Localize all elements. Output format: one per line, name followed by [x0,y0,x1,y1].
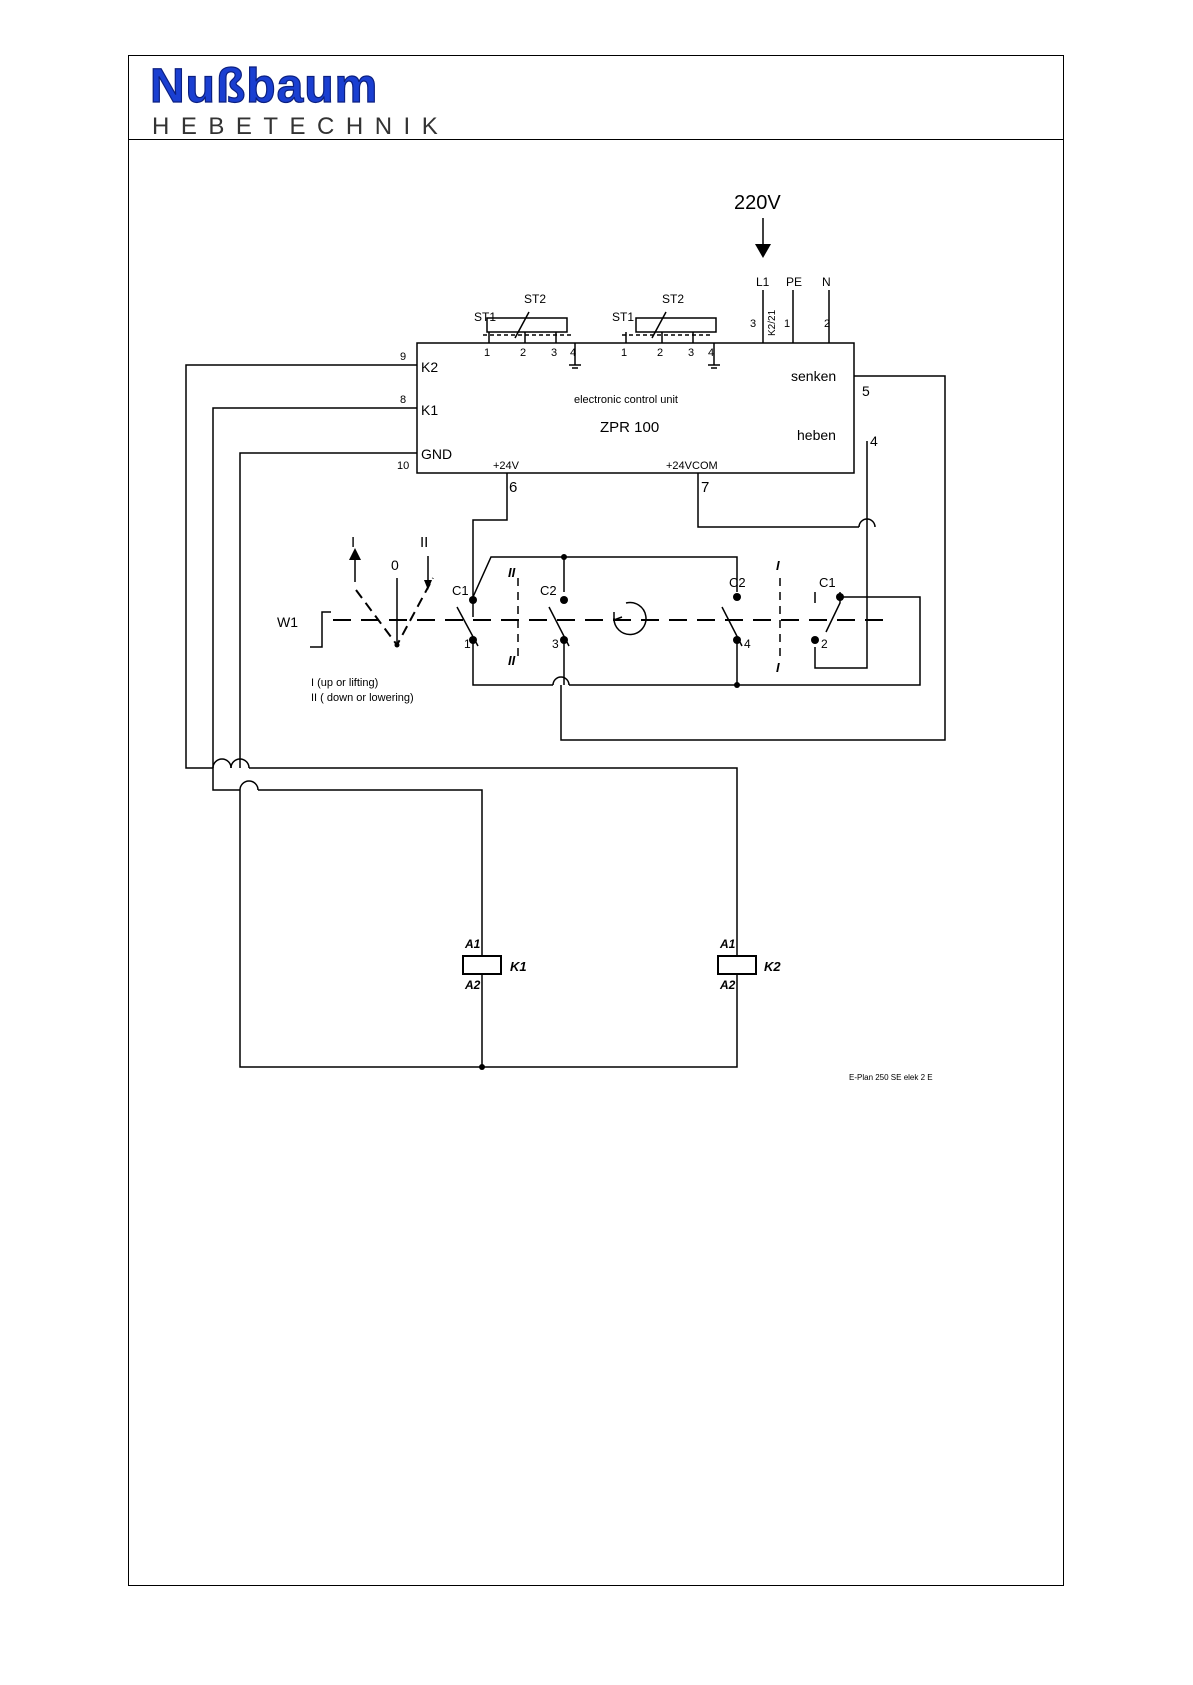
supply-l1-label: L1 [756,275,770,289]
sensor-right-body [636,318,716,332]
sensor-right-st1: ST1 [612,310,634,324]
relay-k2-a1: A1 [719,937,736,951]
contact-c1-right-label: C1 [819,575,836,590]
terminal-gnd-pin: 10 [397,460,409,472]
sensor-left-body [487,318,567,332]
terminal-senken-pin: 5 [862,383,870,399]
relay-k1-coil [463,956,501,974]
relay-k2-a2: A2 [719,978,736,992]
supply-k2-21-label: K2/21 [767,309,778,336]
control-unit-model: ZPR 100 [600,419,659,436]
terminal-k1-label: K1 [421,402,438,418]
terminal-24vcom-pin: 7 [701,479,709,496]
selector-pos-zero: 0 [391,557,399,573]
terminal-24v-pin: 6 [509,479,517,496]
relay-k1-a1: A1 [464,937,481,951]
supply-pe-label: PE [786,275,802,289]
mark-i-top: I [776,558,780,573]
mark-ii-bottom: II [508,653,516,668]
plan-id-label: E-Plan 250 SE elek 2 E [849,1073,933,1082]
relay-k2-name: K2 [764,959,781,974]
sensor-left-st1: ST1 [474,310,496,324]
terminal-k1-pin: 8 [400,394,406,406]
relay-k2-coil [718,956,756,974]
mark-i-bottom: I [776,660,780,675]
sensor-right-pin: 4 [708,347,714,359]
supply-n-label: N [822,275,831,289]
sensor-left-st2: ST2 [524,292,546,306]
terminal-k2-label: K2 [421,359,438,375]
contact-c1-left-label: C1 [452,583,469,598]
supply-pin-n: 2 [824,318,830,330]
supply-voltage-label: 220V [734,192,781,214]
terminal-k2-pin: 9 [400,351,406,363]
sensor-left-pin: 2 [520,347,526,359]
contact-c2-right-label: C2 [729,575,746,590]
sensor-right-pin: 3 [688,347,694,359]
contact-c2-left-label: C2 [540,583,557,598]
sensor-right-st2: ST2 [662,292,684,306]
sensor-left-pin: 1 [484,347,490,359]
terminal-heben-label: heben [797,427,836,443]
selector-legend-up: I (up or lifting) [311,677,378,689]
relay-k1-name: K1 [510,959,527,974]
control-unit-label: electronic control unit [574,394,678,406]
contact-num-3: 3 [552,637,559,651]
mark-ii-top: II [508,565,516,580]
relay-k1-a2: A2 [464,978,481,992]
control-unit-box [417,343,854,473]
sensor-left-pin: 3 [551,347,557,359]
supply-arrow-icon [755,244,771,258]
sensor-right-pin: 1 [621,347,627,359]
contact-num-4: 4 [744,637,751,651]
selector-pos-up: I [351,534,355,551]
selector-legend-down: II ( down or lowering) [311,692,414,704]
terminal-24v-label: +24V [493,460,520,472]
terminal-gnd-label: GND [421,446,452,462]
sensor-right-pin: 2 [657,347,663,359]
selector-w1-label: W1 [277,614,298,630]
sensor-left-pin: 4 [570,347,576,359]
terminal-heben-pin: 4 [870,433,878,449]
supply-pin-pe: 1 [784,318,790,330]
contact-num-1: 1 [464,637,471,651]
contact-num-2: 2 [821,637,828,651]
selector-pos-down: II [420,534,428,551]
terminal-24vcom-label: +24VCOM [666,460,718,472]
supply-pin-l1: 3 [750,318,756,330]
terminal-senken-label: senken [791,368,836,384]
